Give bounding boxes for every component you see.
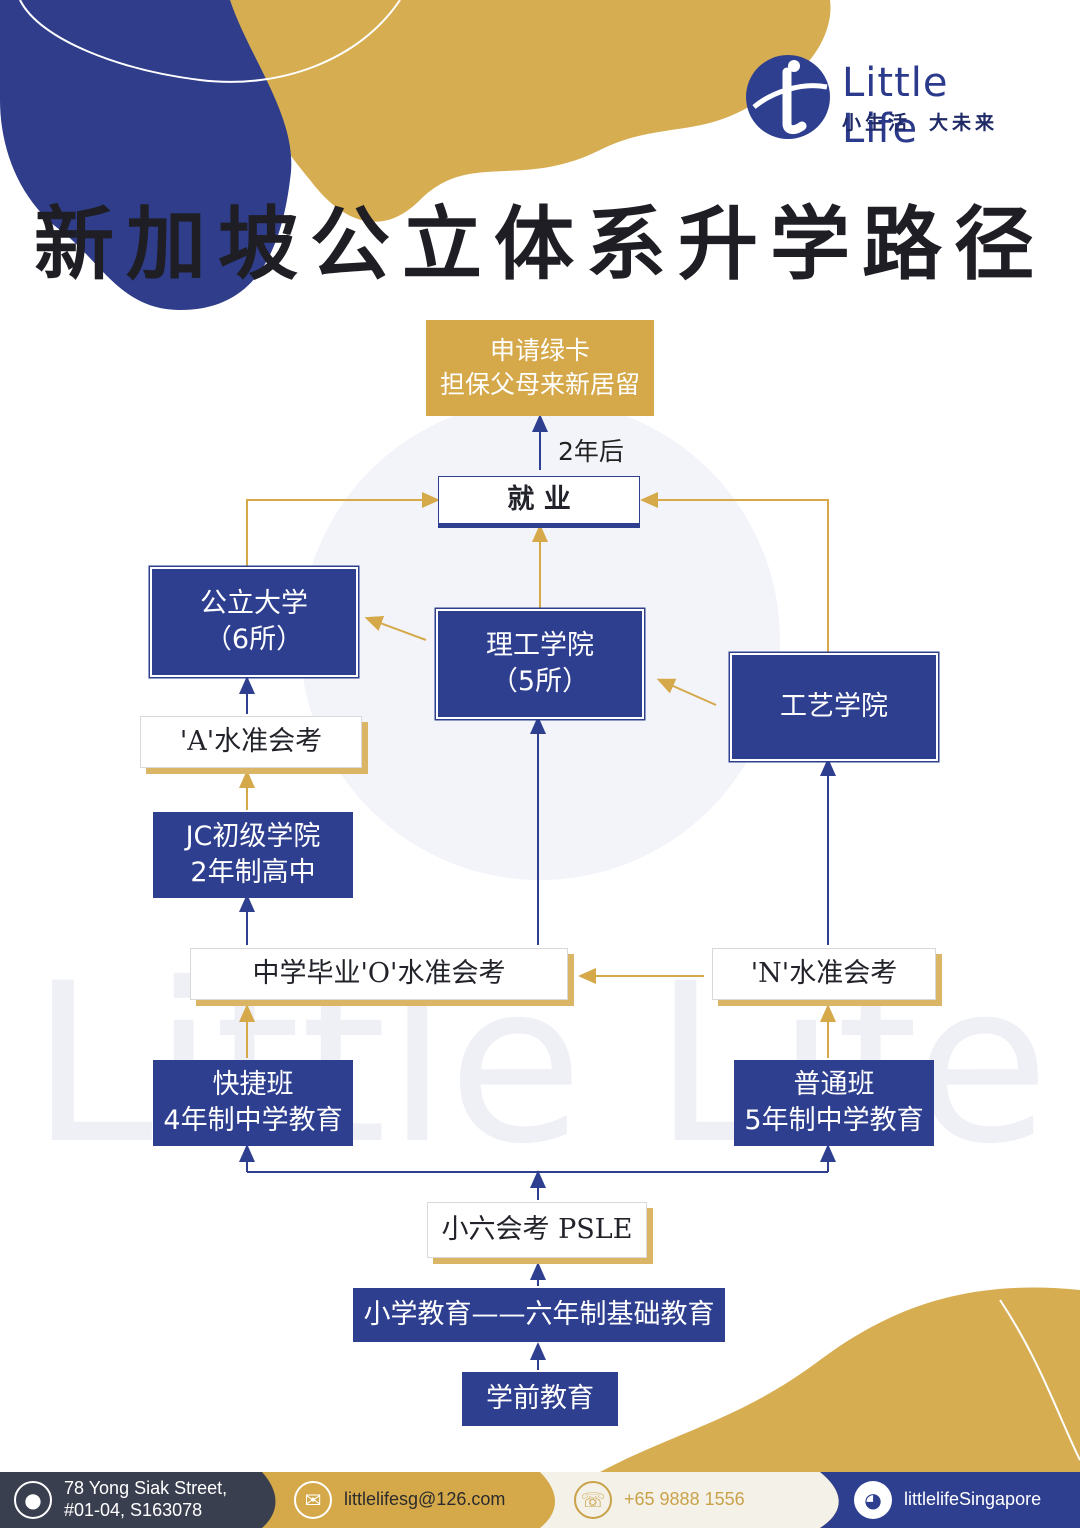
footer-address: ● 78 Yong Siak Street, #01-04, S163078 <box>14 1472 227 1528</box>
node-primary-education: 小学教育——六年制基础教育 <box>353 1288 725 1342</box>
green-card-line1: 申请绿卡 <box>489 336 590 366</box>
brand-name: Little Life <box>842 60 949 152</box>
employment-text: 就 业 <box>507 483 571 515</box>
after-two-years-label: 2年后 <box>558 437 624 466</box>
node-n-level: 'N'水准会考 <box>712 948 936 1000</box>
normal-line2: 5年制中学教育 <box>744 1105 924 1136</box>
arrow-poly-to-university <box>364 615 427 641</box>
little-life-logo-icon <box>746 55 830 139</box>
page-title: 新加坡公立体系升学路径 <box>34 197 1046 291</box>
navy-blob-top <box>0 0 292 310</box>
address-line1: 78 Yong Siak Street, <box>64 1478 228 1499</box>
express-line1: 快捷班 <box>212 1068 294 1100</box>
footer-email[interactable]: ✉ littlelifesg@126.com <box>294 1472 505 1528</box>
normal-line1: 普通班 <box>793 1068 875 1100</box>
node-polytechnic: 理工学院 （5所） <box>438 611 642 717</box>
polytechnic-line2: （5所） <box>490 666 590 697</box>
node-public-university: 公立大学 （6所） <box>152 569 356 675</box>
university-line2: （6所） <box>204 624 304 655</box>
ite-text: 工艺学院 <box>780 690 888 722</box>
white-swirl-line <box>19 0 401 83</box>
whatsapp-icon: ☏ <box>574 1481 612 1519</box>
express-line2: 4年制中学教育 <box>163 1105 343 1136</box>
phone-text: +65 9888 1556 <box>624 1489 745 1510</box>
jc-line2: 2年制高中 <box>190 857 316 888</box>
address-line2: #01-04, S163078 <box>64 1500 203 1520</box>
node-psle: 小六会考 PSLE <box>427 1202 647 1258</box>
node-normal-stream: 普通班 5年制中学教育 <box>734 1060 934 1146</box>
a-level-text: 'A'水准会考 <box>179 725 323 757</box>
brand-slogan: 小生活大未来 <box>842 108 998 135</box>
wechat-text: littlelifeSingapore <box>904 1489 1042 1510</box>
email-text: littlelifesg@126.com <box>344 1489 506 1510</box>
node-junior-college: JC初级学院 2年制高中 <box>153 812 353 898</box>
university-line1: 公立大学 <box>200 587 308 619</box>
wechat-icon: ◕ <box>854 1481 892 1519</box>
green-card-line2: 担保父母来新居留 <box>439 370 640 399</box>
jc-line1: JC初级学院 <box>185 820 321 852</box>
gold-blob-top <box>200 0 831 222</box>
n-level-text: 'N'水准会考 <box>750 957 898 989</box>
footer-phone[interactable]: ☏ +65 9888 1556 <box>574 1472 745 1528</box>
white-swirl-bottom <box>999 1299 1080 1461</box>
arrow-university-to-employment <box>246 492 440 567</box>
psle-text: 小六会考 PSLE <box>441 1213 633 1245</box>
node-green-card: 申请绿卡 担保父母来新居留 <box>426 320 654 416</box>
o-level-text: 中学毕业'O'水准会考 <box>252 957 506 989</box>
polytechnic-line1: 理工学院 <box>486 629 594 661</box>
node-preschool: 学前教育 <box>462 1372 618 1426</box>
node-o-level: 中学毕业'O'水准会考 <box>190 948 568 1000</box>
logo: Little Life 小生活大未来 <box>742 52 1032 152</box>
node-employment: 就 业 <box>438 476 640 524</box>
gold-blob-bottom <box>600 1287 1080 1472</box>
node-ite: 工艺学院 <box>732 655 936 759</box>
footer-contact-bar: ● 78 Yong Siak Street, #01-04, S163078 ✉… <box>0 1472 1080 1528</box>
slogan-right: 大未来 <box>929 112 999 134</box>
arrow-ite-to-employment <box>640 492 829 652</box>
preschool-text: 学前教育 <box>486 1382 594 1414</box>
mail-icon: ✉ <box>294 1481 332 1519</box>
arrow-ite-to-poly <box>656 678 717 706</box>
slogan-left: 小生活 <box>842 112 912 134</box>
node-express-stream: 快捷班 4年制中学教育 <box>153 1060 353 1146</box>
footer-wechat[interactable]: ◕ littlelifeSingapore <box>854 1472 1041 1528</box>
primary-text: 小学教育——六年制基础教育 <box>363 1298 715 1330</box>
location-pin-icon: ● <box>14 1481 52 1519</box>
node-a-level: 'A'水准会考 <box>140 716 362 768</box>
